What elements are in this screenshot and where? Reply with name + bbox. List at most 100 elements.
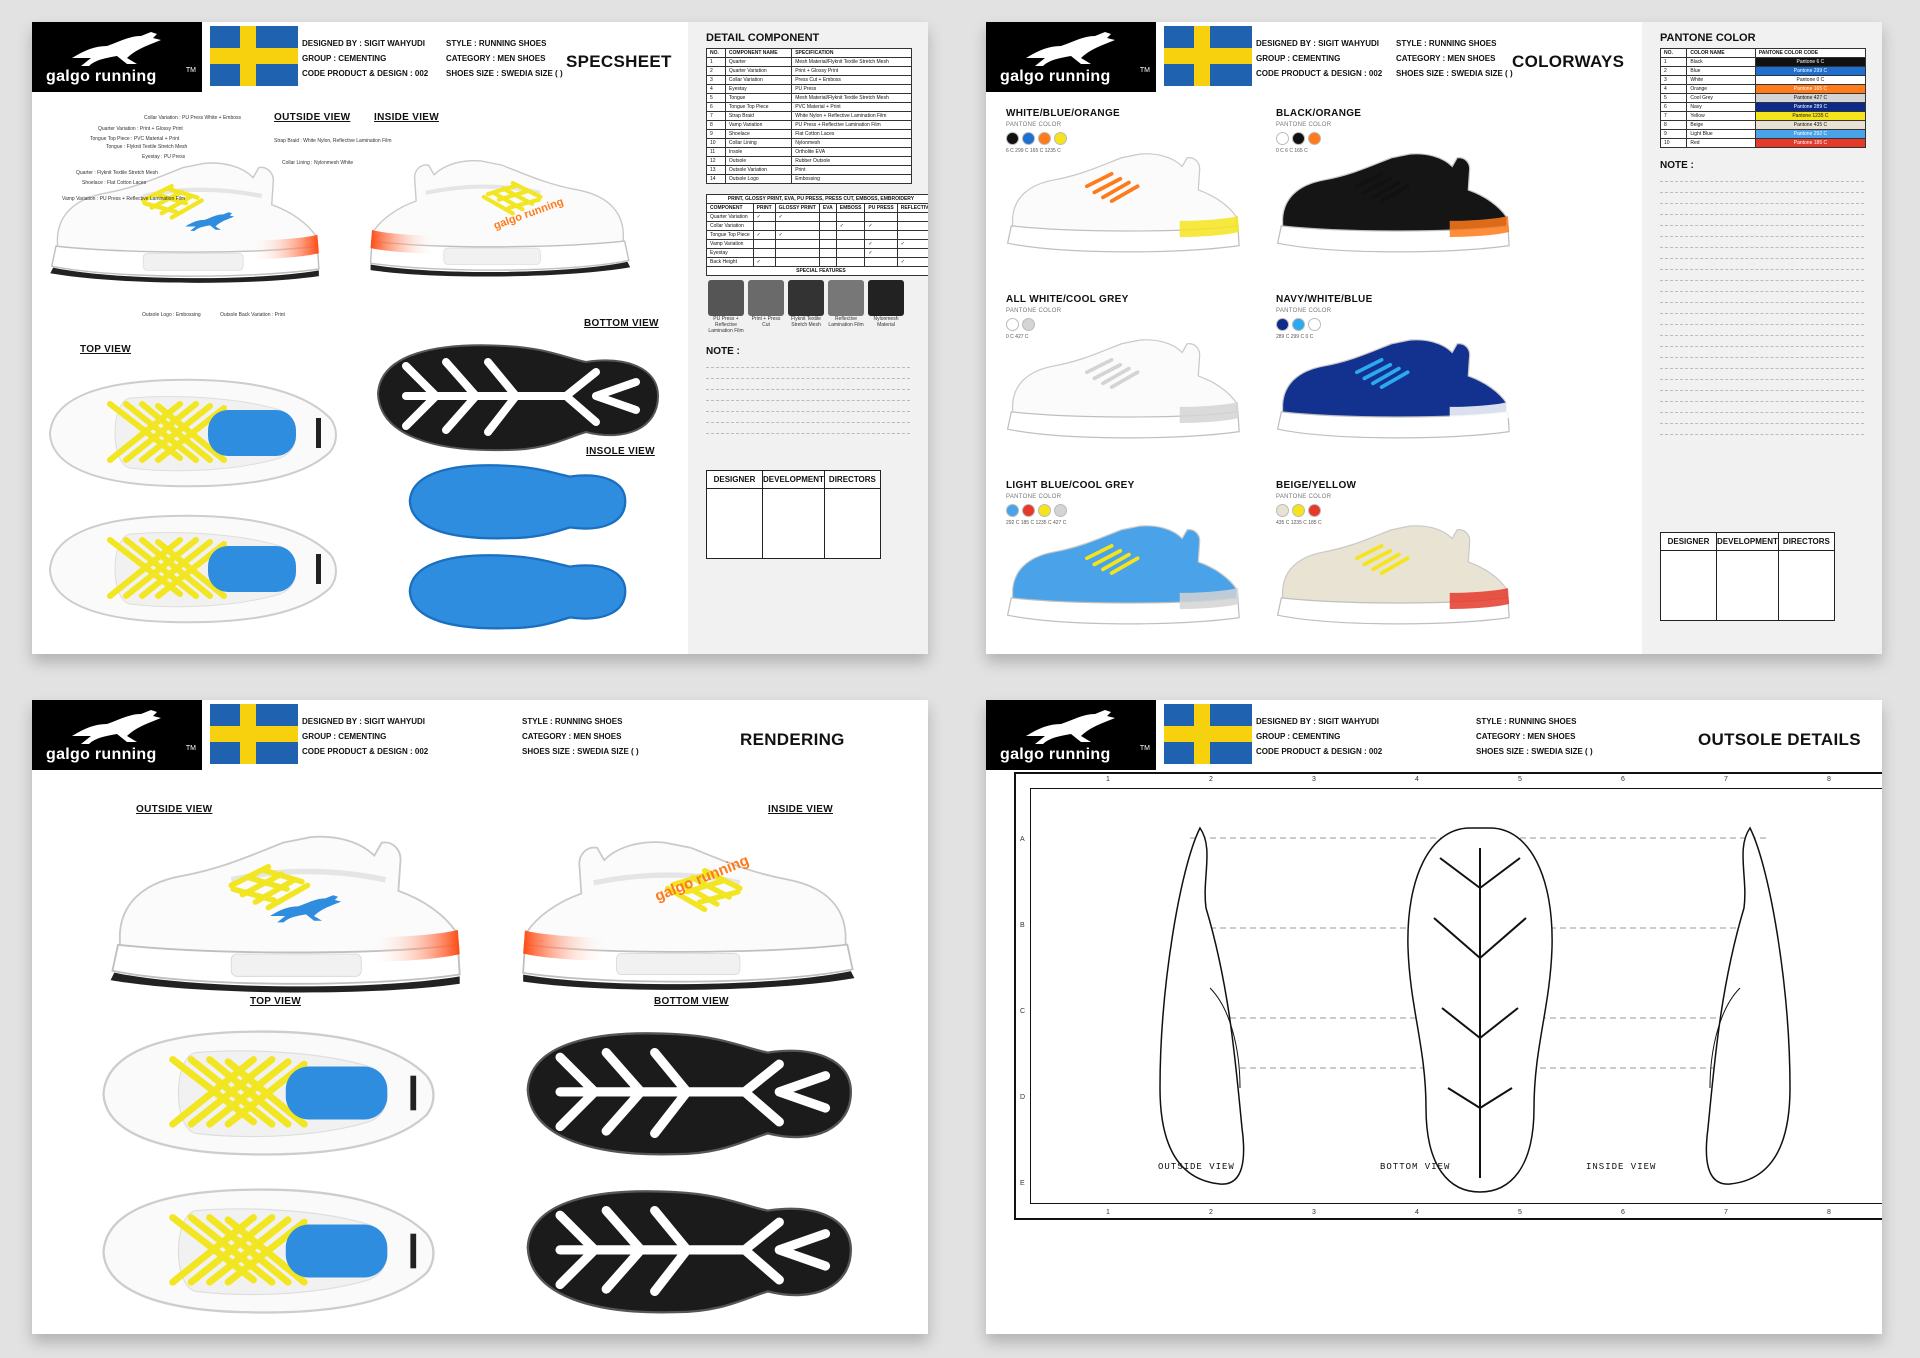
table-cell: Nylonmesh [791, 138, 912, 148]
table-cell: PU Press + Reflective Lamination Film [791, 120, 912, 130]
color-swatch [1006, 504, 1019, 517]
color-swatch [1308, 504, 1321, 517]
table-cell: Pantone 299 C [1754, 66, 1867, 76]
table-cell: Collar Variation [706, 221, 754, 231]
th: SPECIFICATION [791, 48, 912, 58]
grid-column-number: 2 [1209, 1209, 1213, 1216]
grid-column-number: 8 [1827, 1209, 1831, 1216]
table-cell [818, 248, 837, 258]
table-row: Vamp Variation✓✓ [706, 239, 928, 249]
table-cell: Pantone 0 C [1754, 75, 1867, 85]
th: NO. [1659, 48, 1688, 58]
note-label: NOTE : [1660, 160, 1694, 171]
header-meta-left: DESIGNED BY : SIGIT WAHYUDI GROUP : CEME… [1256, 714, 1382, 759]
color-swatch [1022, 132, 1035, 145]
category-text: CATEGORY : MEN SHOES [446, 54, 546, 63]
brand-logo: galgo running TM [32, 22, 202, 92]
feature-label: Nylonmesh Material [873, 316, 899, 328]
table-cell: Embossing [791, 174, 912, 184]
table-cell [835, 239, 866, 249]
table-cell: 5 [706, 93, 726, 103]
feature-label: PU Press + Reflective Lamination Film [708, 316, 744, 334]
outside-view-label: OUTSIDE VIEW [136, 804, 213, 815]
specsheet-page: galgo running TM DESIGNED BY : SIGIT WAH… [32, 22, 928, 654]
table-cell: Strap Braid [724, 111, 793, 121]
process-title: PRINT, GLOSSY PRINT, EVA, PU PRESS, PRES… [706, 194, 928, 204]
th: COMPONENT NAME [724, 48, 793, 58]
callout: Collar Lining : Nylonmesh White [282, 160, 354, 166]
colorway-name: BEIGE/YELLOW [1276, 480, 1357, 491]
table-cell: 10 [706, 138, 726, 148]
swatch-row [1276, 132, 1321, 145]
brand-name: galgo running [46, 746, 157, 763]
signoff-directors: DIRECTORS [823, 470, 881, 489]
size-text: SHOES SIZE : SWEDIA SIZE ( ) [522, 747, 639, 756]
th: NO. [706, 48, 726, 58]
inside-view-shoe [354, 130, 644, 290]
grid-column-number: 8 [1827, 776, 1831, 783]
table-cell: ✓ [774, 230, 820, 240]
table-cell: Vamp Variation [724, 120, 793, 130]
th: PRINT [752, 203, 776, 213]
table-cell: Print + Glossy Print [791, 66, 912, 76]
colorway-shoe [1276, 153, 1510, 253]
table-cell: Pantone 435 C [1754, 120, 1867, 130]
table-cell: PU Press [791, 84, 912, 94]
color-swatch [1022, 504, 1035, 517]
drawing-inner-frame [1030, 788, 1882, 1204]
caption-inside-view: INSIDE VIEW [1586, 1162, 1657, 1172]
th: COMPONENT [706, 203, 754, 213]
table-cell: Print [791, 165, 912, 175]
page-title: SPECSHEET [566, 52, 672, 71]
grid-column-number: 2 [1209, 776, 1213, 783]
th: GLOSSY PRINT [774, 203, 820, 213]
grid-column-number: 1 [1106, 1209, 1110, 1216]
page-header: galgo running TM DESIGNED BY : SIGIT WAH… [986, 22, 1882, 94]
caption-outside-view: OUTSIDE VIEW [1158, 1162, 1235, 1172]
brand-name: galgo running [46, 68, 157, 85]
table-cell: Insole [724, 147, 793, 157]
table-cell [818, 239, 837, 249]
callout: Quarter : Flyknit Textile Stretch Mesh [76, 170, 158, 176]
callout: Strap Braid : White Nylon, Reflective La… [274, 138, 392, 144]
table-cell: ✓ [752, 212, 776, 222]
table-cell: 6 [1659, 102, 1688, 112]
table-cell [818, 230, 837, 240]
table-cell [835, 212, 866, 222]
table-cell [896, 212, 928, 222]
render-outsole-2 [512, 1176, 862, 1326]
header-meta-left: DESIGNED BY : SIGIT WAHYUDI GROUP : CEME… [302, 36, 428, 81]
top-view-shoe [40, 368, 340, 498]
table-cell [864, 257, 898, 267]
table-cell [818, 257, 837, 267]
table-cell: ✓ [896, 257, 928, 267]
callout: Outsole Logo : Embossing [142, 312, 201, 318]
page-title: COLORWAYS [1512, 52, 1625, 71]
render-top-shoe [90, 1018, 440, 1168]
grid-column-number: 5 [1518, 1209, 1522, 1216]
table-cell: Pantone 1235 C [1754, 111, 1867, 121]
colorway-shoe [1006, 525, 1240, 625]
brand-tm: TM [185, 745, 196, 752]
th: PU PRESS [864, 203, 898, 213]
grid-column-number: 5 [1518, 776, 1522, 783]
th: COLOR NAME [1686, 48, 1756, 58]
table-row: Quarter Variation✓✓ [706, 212, 928, 222]
colorway-shoe [1006, 153, 1240, 253]
grid-row-letter: D [1020, 1094, 1026, 1101]
category-text: CATEGORY : MEN SHOES [1396, 54, 1496, 63]
grid-column-number: 1 [1106, 776, 1110, 783]
page-title: RENDERING [740, 730, 845, 749]
insole-bottom [366, 542, 666, 642]
table-cell: 3 [706, 75, 726, 85]
color-swatch [1276, 132, 1289, 145]
